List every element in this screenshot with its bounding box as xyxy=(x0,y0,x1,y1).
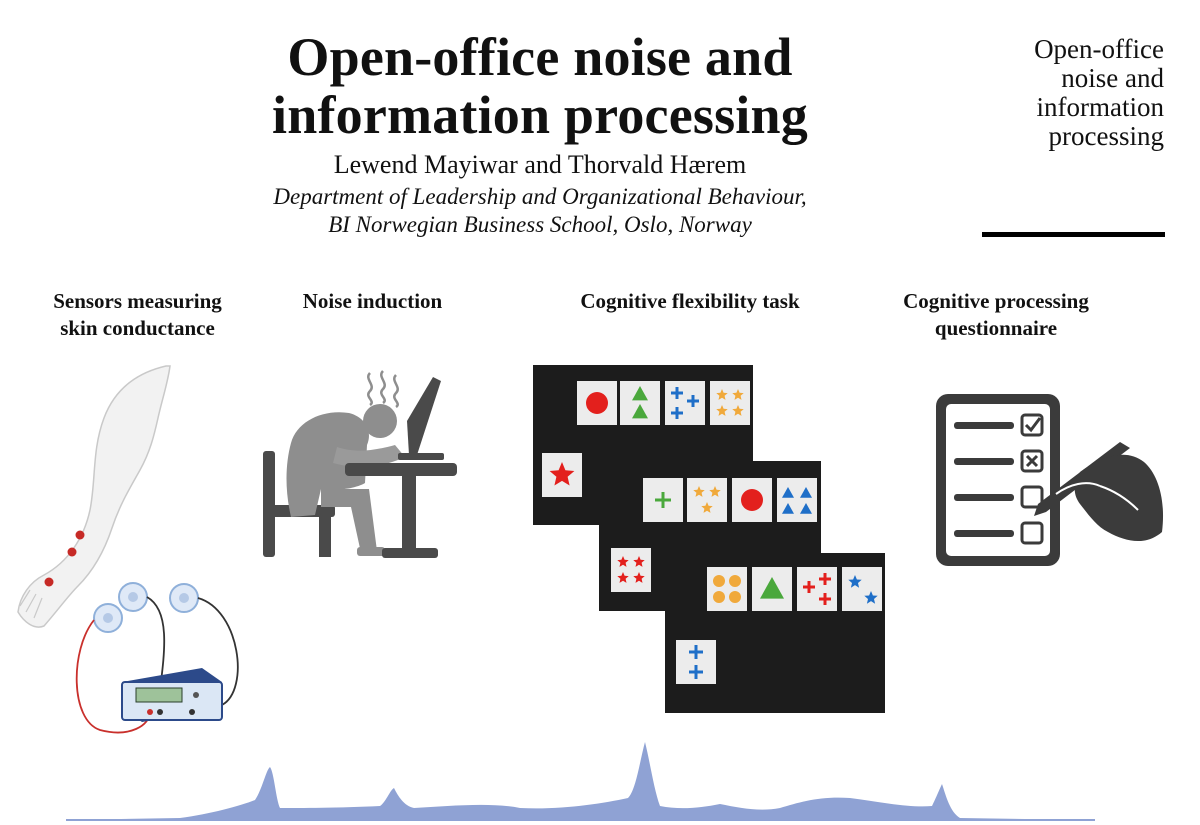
authors: Lewend Mayiwar and Thorvald Hærem xyxy=(333,150,747,179)
card-red-circle-2 xyxy=(732,478,772,522)
sensors-label-line2: skin conductance xyxy=(60,316,215,340)
questionnaire-label-line2: questionnaire xyxy=(934,316,1058,340)
card-green-triangle xyxy=(752,567,792,611)
questionnaire-label: Cognitive processing questionnaire xyxy=(880,288,1112,342)
electrode-pad-icon xyxy=(93,582,199,633)
card-green-cross xyxy=(643,478,683,522)
side-title: Open-office noise and information proces… xyxy=(990,35,1164,151)
card-red-circle xyxy=(577,381,617,425)
noise-label: Noise induction xyxy=(270,288,475,315)
card-orange-circles xyxy=(707,567,747,611)
skin-conductance-illustration xyxy=(17,365,239,734)
card-blue-crosses xyxy=(665,381,705,425)
question-lines xyxy=(954,422,1014,537)
side-title-line1: Open-office xyxy=(1034,34,1164,64)
main-title: Open-office noise and information proces… xyxy=(190,28,890,144)
questionnaire-label-line1: Cognitive processing xyxy=(903,289,1089,313)
card-red-stars xyxy=(611,548,651,592)
cognitive-task-label: Cognitive flexibility task xyxy=(540,288,840,315)
desk-icon xyxy=(345,463,457,558)
card-orange-stars-3 xyxy=(687,478,727,522)
checkbox-checked-icon xyxy=(1020,413,1044,437)
electrode-site-2 xyxy=(67,547,77,557)
card-red-star xyxy=(542,453,582,497)
card-orange-stars xyxy=(710,381,750,425)
side-title-line3: information xyxy=(1036,92,1164,122)
electrode-site-1 xyxy=(75,530,85,540)
noise-label-line1: Noise induction xyxy=(302,289,443,313)
card-blue-triangles xyxy=(777,478,817,522)
sensors-label: Sensors measuring skin conductance xyxy=(30,288,245,342)
person-icon xyxy=(286,404,405,556)
checkboxes xyxy=(1020,413,1044,545)
side-title-line4: processing xyxy=(1048,121,1164,151)
cognitive-task-label-line1: Cognitive flexibility task xyxy=(580,289,800,313)
affiliation-line1: Department of Leadership and Organizatio… xyxy=(273,184,807,209)
checkbox-crossed-icon xyxy=(1020,449,1044,473)
main-title-line1: Open-office noise and xyxy=(287,27,793,87)
checkbox-empty-icon xyxy=(1020,521,1044,545)
side-title-line2: noise and xyxy=(1061,63,1164,93)
sensors-label-line1: Sensors measuring xyxy=(53,289,222,313)
card-green-triangles xyxy=(620,381,660,425)
electrode-site-3 xyxy=(44,577,54,587)
main-title-line2: information processing xyxy=(272,85,808,145)
checkbox-pending-icon xyxy=(1020,485,1044,509)
card-blue-stars xyxy=(842,567,882,611)
card-red-crosses xyxy=(797,567,837,611)
stress-lines-icon xyxy=(367,370,399,409)
arm-icon xyxy=(17,365,171,628)
card-blue-crosses-2 xyxy=(676,640,716,684)
signal-waveform xyxy=(66,742,1095,820)
measurement-device-icon xyxy=(121,668,223,722)
affiliation-line2: BI Norwegian Business School, Oslo, Norw… xyxy=(328,212,752,237)
stressed-worker-icon xyxy=(263,370,457,558)
monitor-icon xyxy=(398,377,444,460)
questionnaire-icon xyxy=(936,394,1164,566)
side-divider xyxy=(982,232,1165,237)
hand-with-pen-icon xyxy=(1034,442,1164,542)
